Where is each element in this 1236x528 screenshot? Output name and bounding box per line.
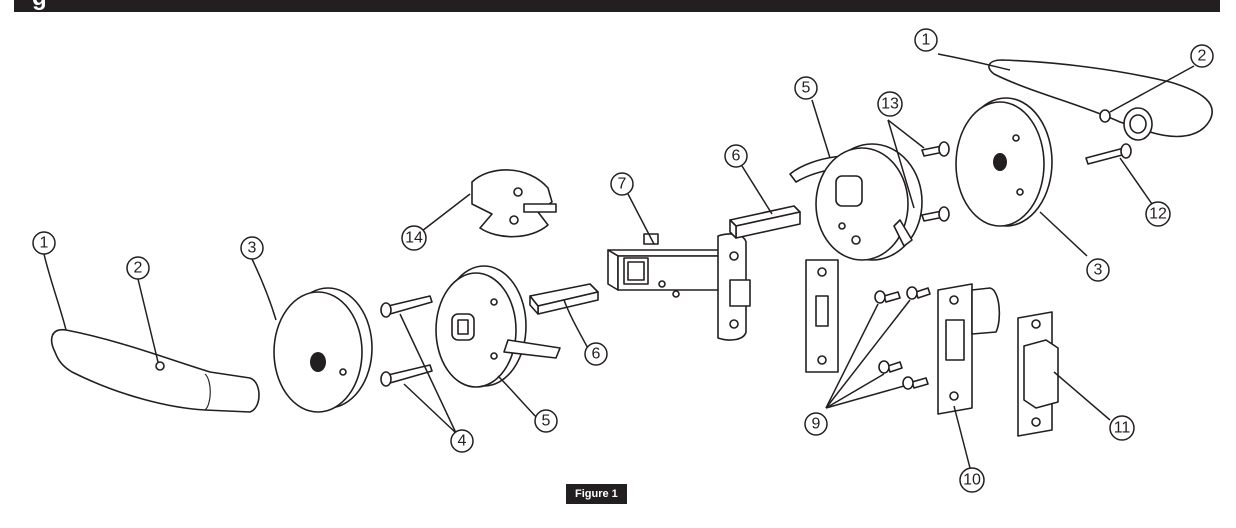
svg-text:3: 3 bbox=[248, 240, 257, 257]
svg-text:3: 3 bbox=[1094, 262, 1103, 279]
callout-right-spindle: 6 bbox=[724, 144, 748, 168]
strike-plate bbox=[805, 259, 839, 373]
lever-handle-left bbox=[50, 328, 260, 413]
header-title-fragment: g bbox=[32, 0, 47, 12]
callout-right-screws: 13 bbox=[877, 91, 903, 117]
callout-left-rose: 3 bbox=[240, 236, 264, 260]
callout-right-chassis: 5 bbox=[794, 76, 818, 100]
svg-text:5: 5 bbox=[802, 80, 811, 97]
svg-text:12: 12 bbox=[1149, 206, 1167, 223]
callout-lever-screw: 12 bbox=[1145, 201, 1171, 227]
lever-handle-right bbox=[988, 59, 1213, 141]
callout-right-lever: 1 bbox=[914, 28, 938, 52]
rose-right bbox=[955, 97, 1053, 227]
callout-plate: 14 bbox=[401, 225, 427, 251]
mounting-screws-left bbox=[380, 295, 433, 387]
callout-left-screw: 2 bbox=[126, 256, 150, 280]
strike-box bbox=[1017, 311, 1059, 437]
svg-text:14: 14 bbox=[405, 230, 423, 247]
callout-left-spindle: 6 bbox=[584, 342, 608, 366]
callout-left-lever: 1 bbox=[32, 231, 56, 255]
svg-text:2: 2 bbox=[134, 260, 143, 277]
callout-latch: 7 bbox=[610, 172, 634, 196]
svg-text:6: 6 bbox=[592, 346, 601, 363]
svg-text:11: 11 bbox=[1114, 420, 1131, 437]
svg-text:5: 5 bbox=[542, 413, 551, 430]
strike-screws bbox=[874, 286, 931, 390]
callout-left-screws: 4 bbox=[450, 429, 474, 453]
svg-text:2: 2 bbox=[1198, 48, 1207, 65]
lever-screw bbox=[1085, 143, 1132, 165]
spindle-right bbox=[729, 205, 801, 239]
latch-strike bbox=[937, 283, 1001, 415]
callout-strike-box: 11 bbox=[1109, 415, 1135, 441]
callout-right-lever-screw: 2 bbox=[1190, 44, 1214, 68]
svg-text:9: 9 bbox=[812, 416, 821, 433]
callout-right-rose: 3 bbox=[1086, 258, 1110, 282]
svg-text:1: 1 bbox=[40, 235, 49, 252]
svg-text:7: 7 bbox=[618, 176, 627, 193]
callout-left-chassis: 5 bbox=[534, 409, 558, 433]
svg-text:1: 1 bbox=[922, 32, 931, 49]
chassis-left bbox=[435, 265, 561, 388]
svg-text:13: 13 bbox=[881, 96, 899, 113]
chassis-right bbox=[789, 143, 923, 261]
rose-left bbox=[273, 287, 373, 413]
svg-text:10: 10 bbox=[963, 472, 981, 489]
leader-lines bbox=[43, 53, 1195, 469]
svg-text:6: 6 bbox=[732, 148, 741, 165]
privacy-plate bbox=[471, 169, 557, 238]
svg-text:4: 4 bbox=[458, 433, 467, 450]
callout-strike: 10 bbox=[959, 467, 985, 493]
header-bar: g bbox=[14, 0, 1220, 12]
latch-assembly bbox=[607, 233, 751, 341]
callout-strike-screws: 9 bbox=[804, 412, 828, 436]
mounting-screws-right bbox=[921, 141, 950, 222]
figure-caption: Figure 1 bbox=[566, 484, 627, 504]
spindle-left bbox=[529, 283, 599, 315]
